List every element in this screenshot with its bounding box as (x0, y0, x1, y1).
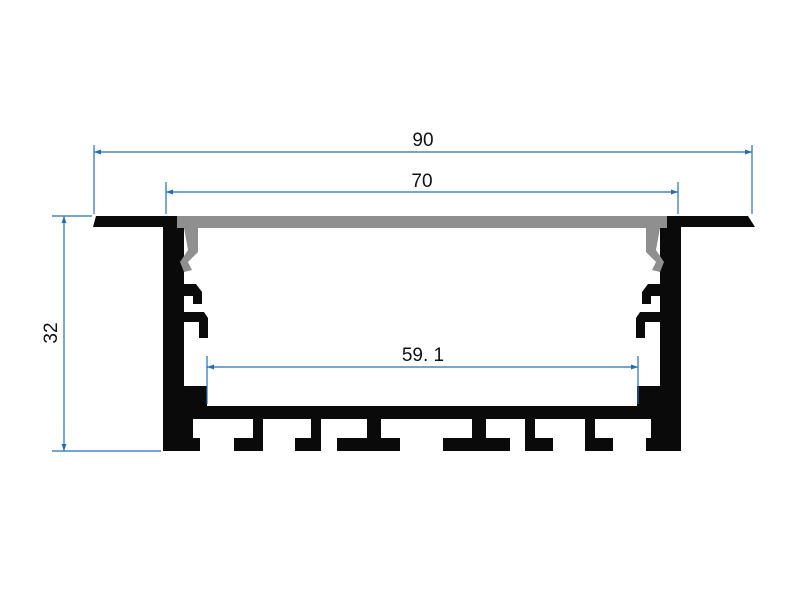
fin-3 (295, 419, 321, 451)
fin-4 (337, 419, 400, 451)
dim-label-bottom-inner-width: 59. 1 (402, 345, 444, 366)
left-wall (163, 216, 177, 451)
right-clip-channel (642, 284, 660, 304)
fin-7 (585, 419, 613, 451)
diffuser-left-leg (180, 228, 198, 272)
left-lower-rib (184, 386, 207, 406)
left-flange (93, 216, 172, 227)
dim-label-overall-width: 90 (412, 130, 433, 151)
diffuser-right-leg (646, 228, 664, 272)
right-clip-channel-lower (636, 312, 660, 338)
fin-5 (443, 419, 510, 451)
right-lower-rib (637, 386, 660, 406)
base-floor (163, 406, 681, 419)
left-clip-channel (184, 284, 202, 304)
fin-1 (177, 419, 200, 451)
left-inner-post (177, 228, 184, 414)
left-clip-channel-lower (184, 312, 208, 338)
diffuser-plate (177, 216, 667, 228)
dim-label-height: 32 (41, 322, 62, 343)
profile-section (93, 216, 755, 451)
dimension-lines (52, 145, 753, 452)
dim-label-inner-width: 70 (411, 171, 432, 192)
fin-8 (646, 419, 667, 451)
right-wall (667, 216, 681, 451)
fin-2 (234, 419, 263, 451)
fin-6 (525, 419, 553, 451)
diffuser-cover (177, 216, 667, 272)
right-flange (672, 216, 755, 227)
right-inner-post (660, 228, 667, 414)
